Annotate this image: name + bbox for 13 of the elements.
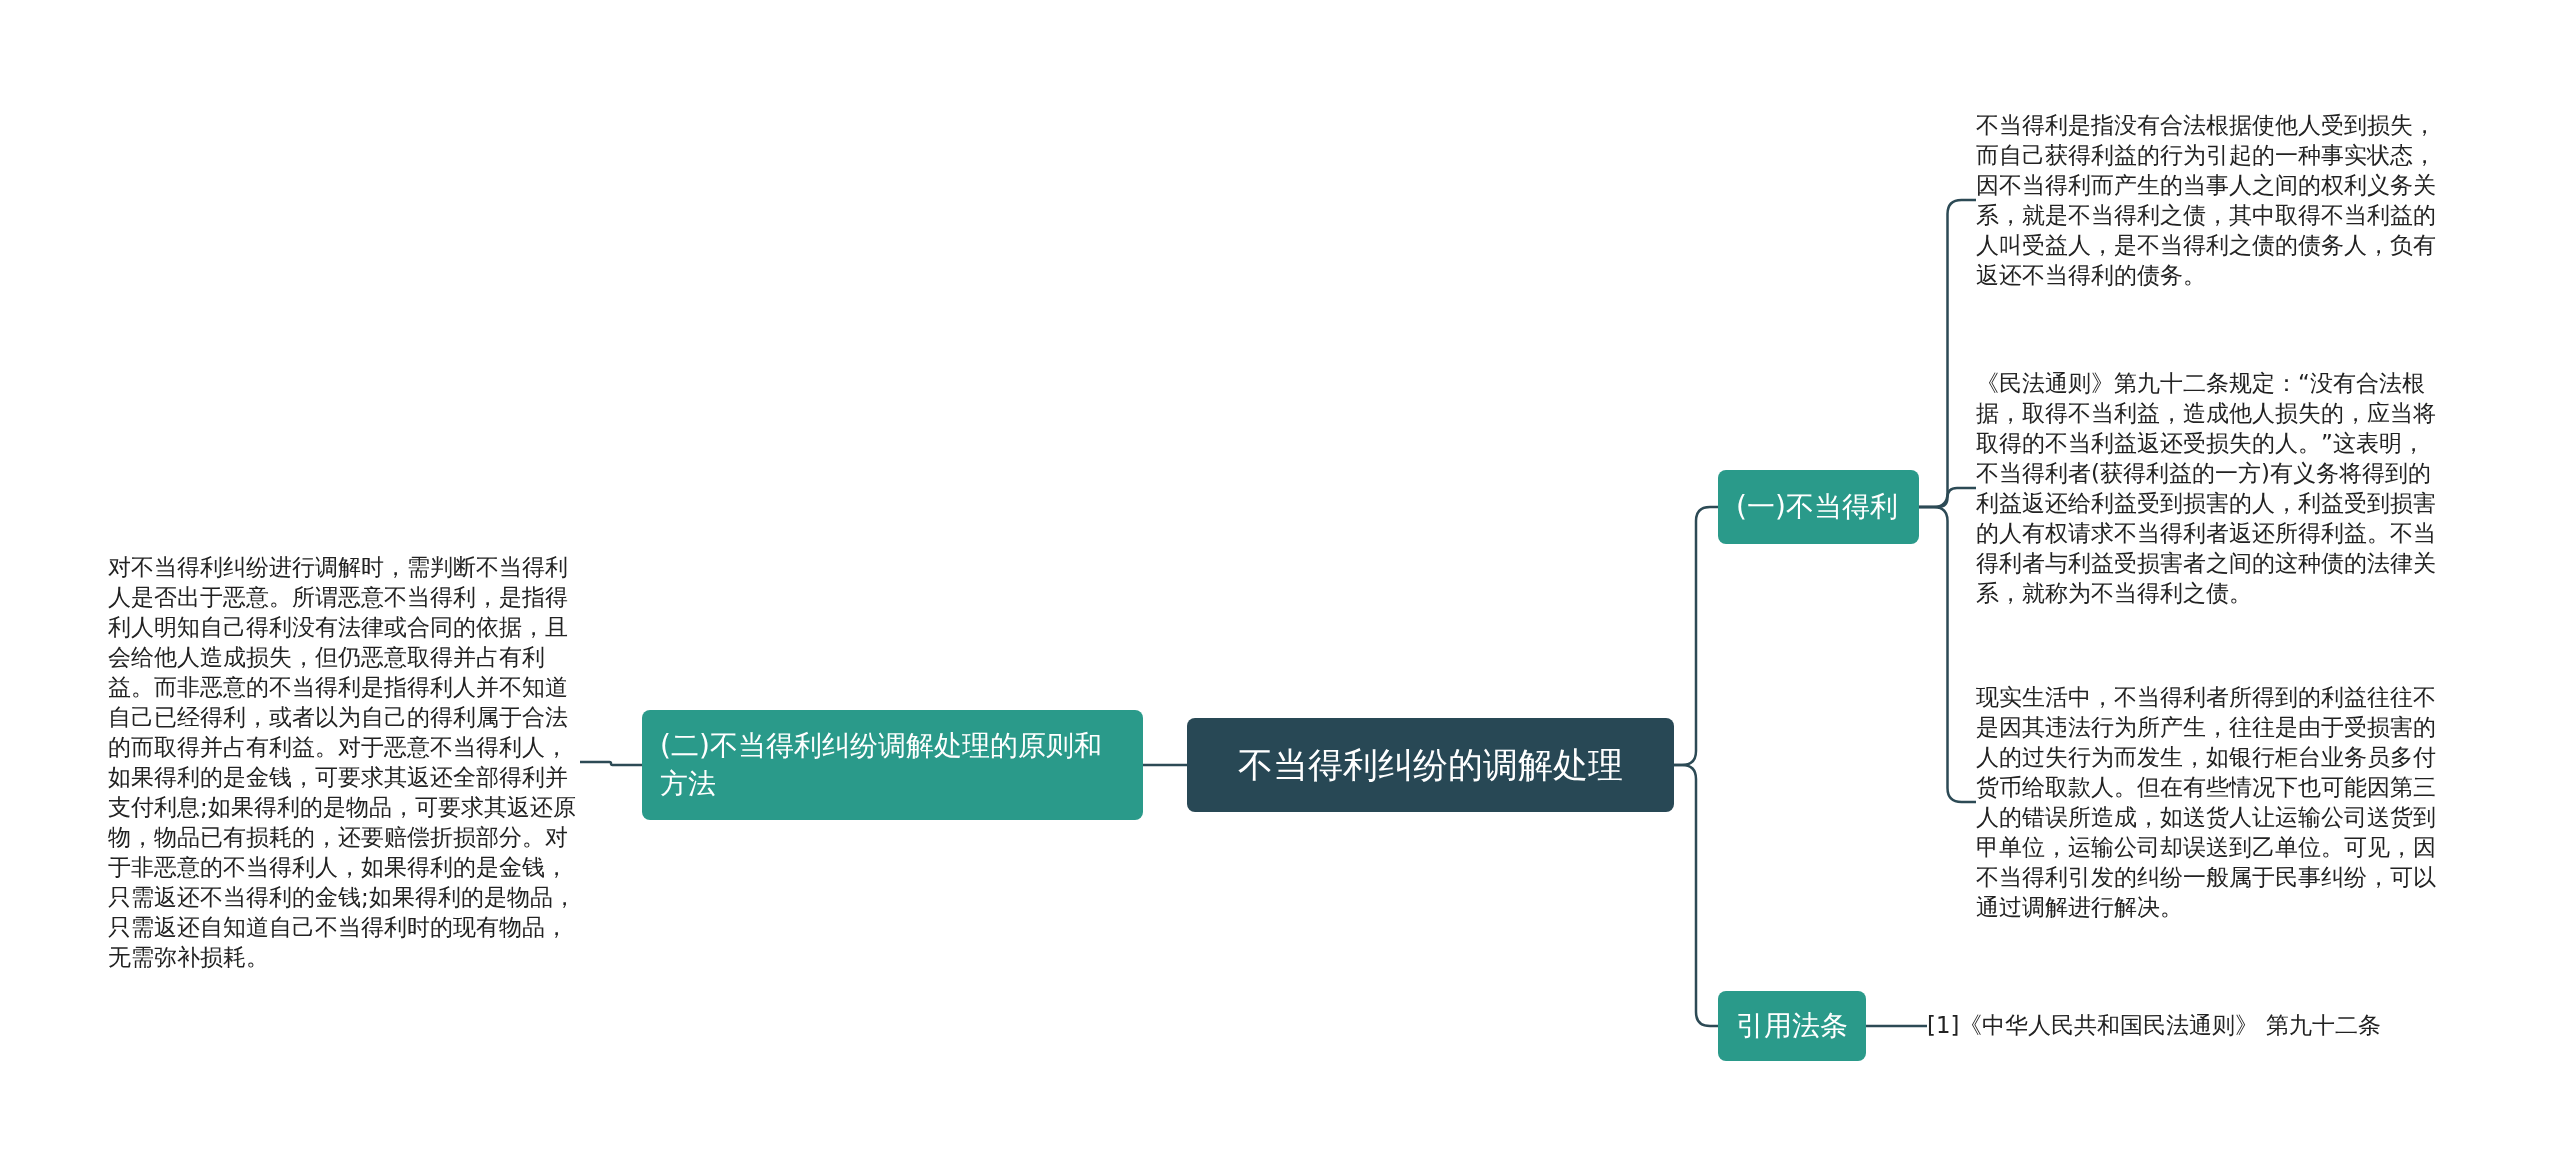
note-text: 《民法通则》第九十二条规定：“没有合法根据，取得不当利益，造成他人损失的，应当将取得的不当利益返还受损失的人。”这表明，不当得利者(获得利益的一方)有义务将得到的利益返还给利益受到损害的人，利益受到损害的人有权请求不当得利者返还所得利益。不当得利者与利益受损害者之间的这种债的法律关系，就称为不当得利之债。 (1976, 368, 2438, 608)
note-text: 现实生活中，不当得利者所得到的利益往往不是因其违法行为所产生，往往是由于受损害的人的过失行为而发生，如银行柜台业务员多付货币给取款人。但在有些情况下也可能因第三人的错误所造成，如送货人让运输公司送货到甲单位，运输公司却误送到乙单位。可见，因不当得利引发的纠纷一般属于民事纠纷，可以通过调解进行解决。 (1976, 682, 2438, 922)
note-text: 不当得利是指没有合法根据使他人受到损失，而自己获得利益的行为引起的一种事实状态，因不当得利而产生的当事人之间的权利义务关系，就是不当得利之债，其中取得不当利益的人叫受益人，是不当得利之债的债务人，负有返还不当得利的债务。 (1976, 110, 2438, 290)
topic-box: 引用法条 (1718, 991, 1866, 1061)
connector-line (1866, 1024, 1927, 1028)
note-text: 对不当得利纠纷进行调解时，需判断不当得利人是否出于恶意。所谓恶意不当得利，是指得利人明知自己得利没有法律或合同的依据，且会给他人造成损失，但仍恶意取得并占有利益。而非恶意的不当得利是指得利人并不知道自己已经得利，或者以为自己的得利属于合法的而取得并占有利益。对于恶意不当得利人，如果得利的是金钱，可要求其返还全部得利并支付利息;如果得利的是物品，可要求其返还原物，物品已有损耗的，还要赔偿折损部分。对于非恶意的不当得利人，如果得利的是金钱，只需返还不当得利的金钱;如果得利的是物品，只需返还自知道自己不当得利时的现有物品，无需弥补损耗。 (108, 552, 580, 972)
connector-line (1143, 763, 1187, 767)
topic-box: (二)不当得利纠纷调解处理的原则和方法 (642, 710, 1143, 820)
topic-box: (一)不当得利 (1718, 470, 1919, 544)
connector-line (1674, 763, 1718, 1028)
root-topic-box: 不当得利纠纷的调解处理 (1187, 718, 1674, 812)
connector-line (580, 760, 642, 767)
note-text: [1]《中华人民共和国民法通则》 第九十二条 (1927, 1010, 2487, 1040)
